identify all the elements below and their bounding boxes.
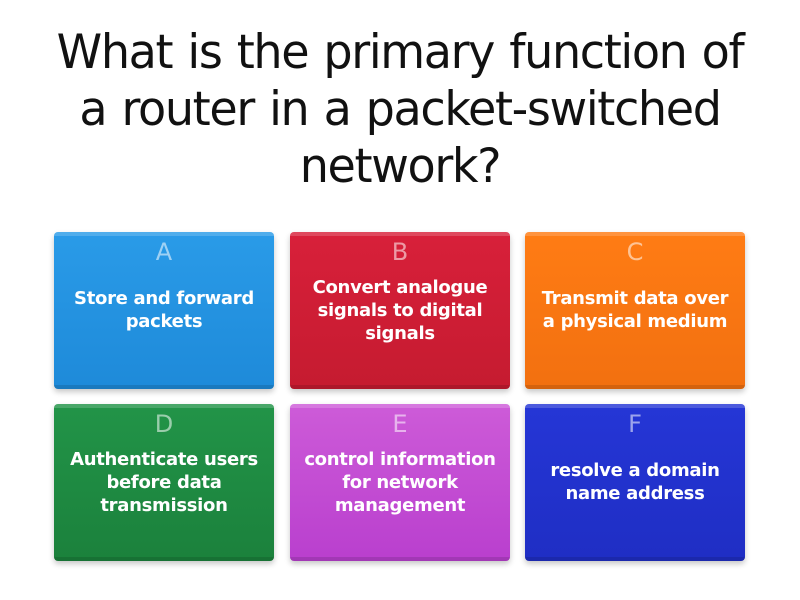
option-letter: E [392, 410, 408, 438]
option-letter: B [391, 238, 409, 266]
option-text: Convert analogue signals to digital sign… [312, 276, 488, 344]
option-text: Authenticate users before data transmiss… [70, 448, 258, 516]
option-text: Store and forward packets [74, 288, 254, 332]
answer-option-d[interactable]: D Authenticate users before data transmi… [54, 404, 274, 561]
answer-option-a[interactable]: A Store and forward packets [54, 232, 274, 389]
question-text: What is the primary function of a router… [56, 25, 745, 194]
answer-option-b[interactable]: B Convert analogue signals to digital si… [290, 232, 510, 389]
answer-option-e[interactable]: E control information for network manage… [290, 404, 510, 561]
option-letter: A [155, 238, 173, 266]
answer-grid: A Store and forward packets B Convert an… [54, 232, 746, 563]
option-text: control information for network manageme… [304, 448, 496, 516]
option-text: resolve a domain name address [550, 460, 720, 504]
option-letter: D [154, 410, 174, 438]
option-letter: F [628, 410, 642, 438]
answer-option-c[interactable]: C Transmit data over a physical medium [525, 232, 745, 389]
option-text: Transmit data over a physical medium [541, 288, 729, 332]
answer-option-f[interactable]: F resolve a domain name address [525, 404, 745, 561]
option-letter: C [626, 238, 644, 266]
